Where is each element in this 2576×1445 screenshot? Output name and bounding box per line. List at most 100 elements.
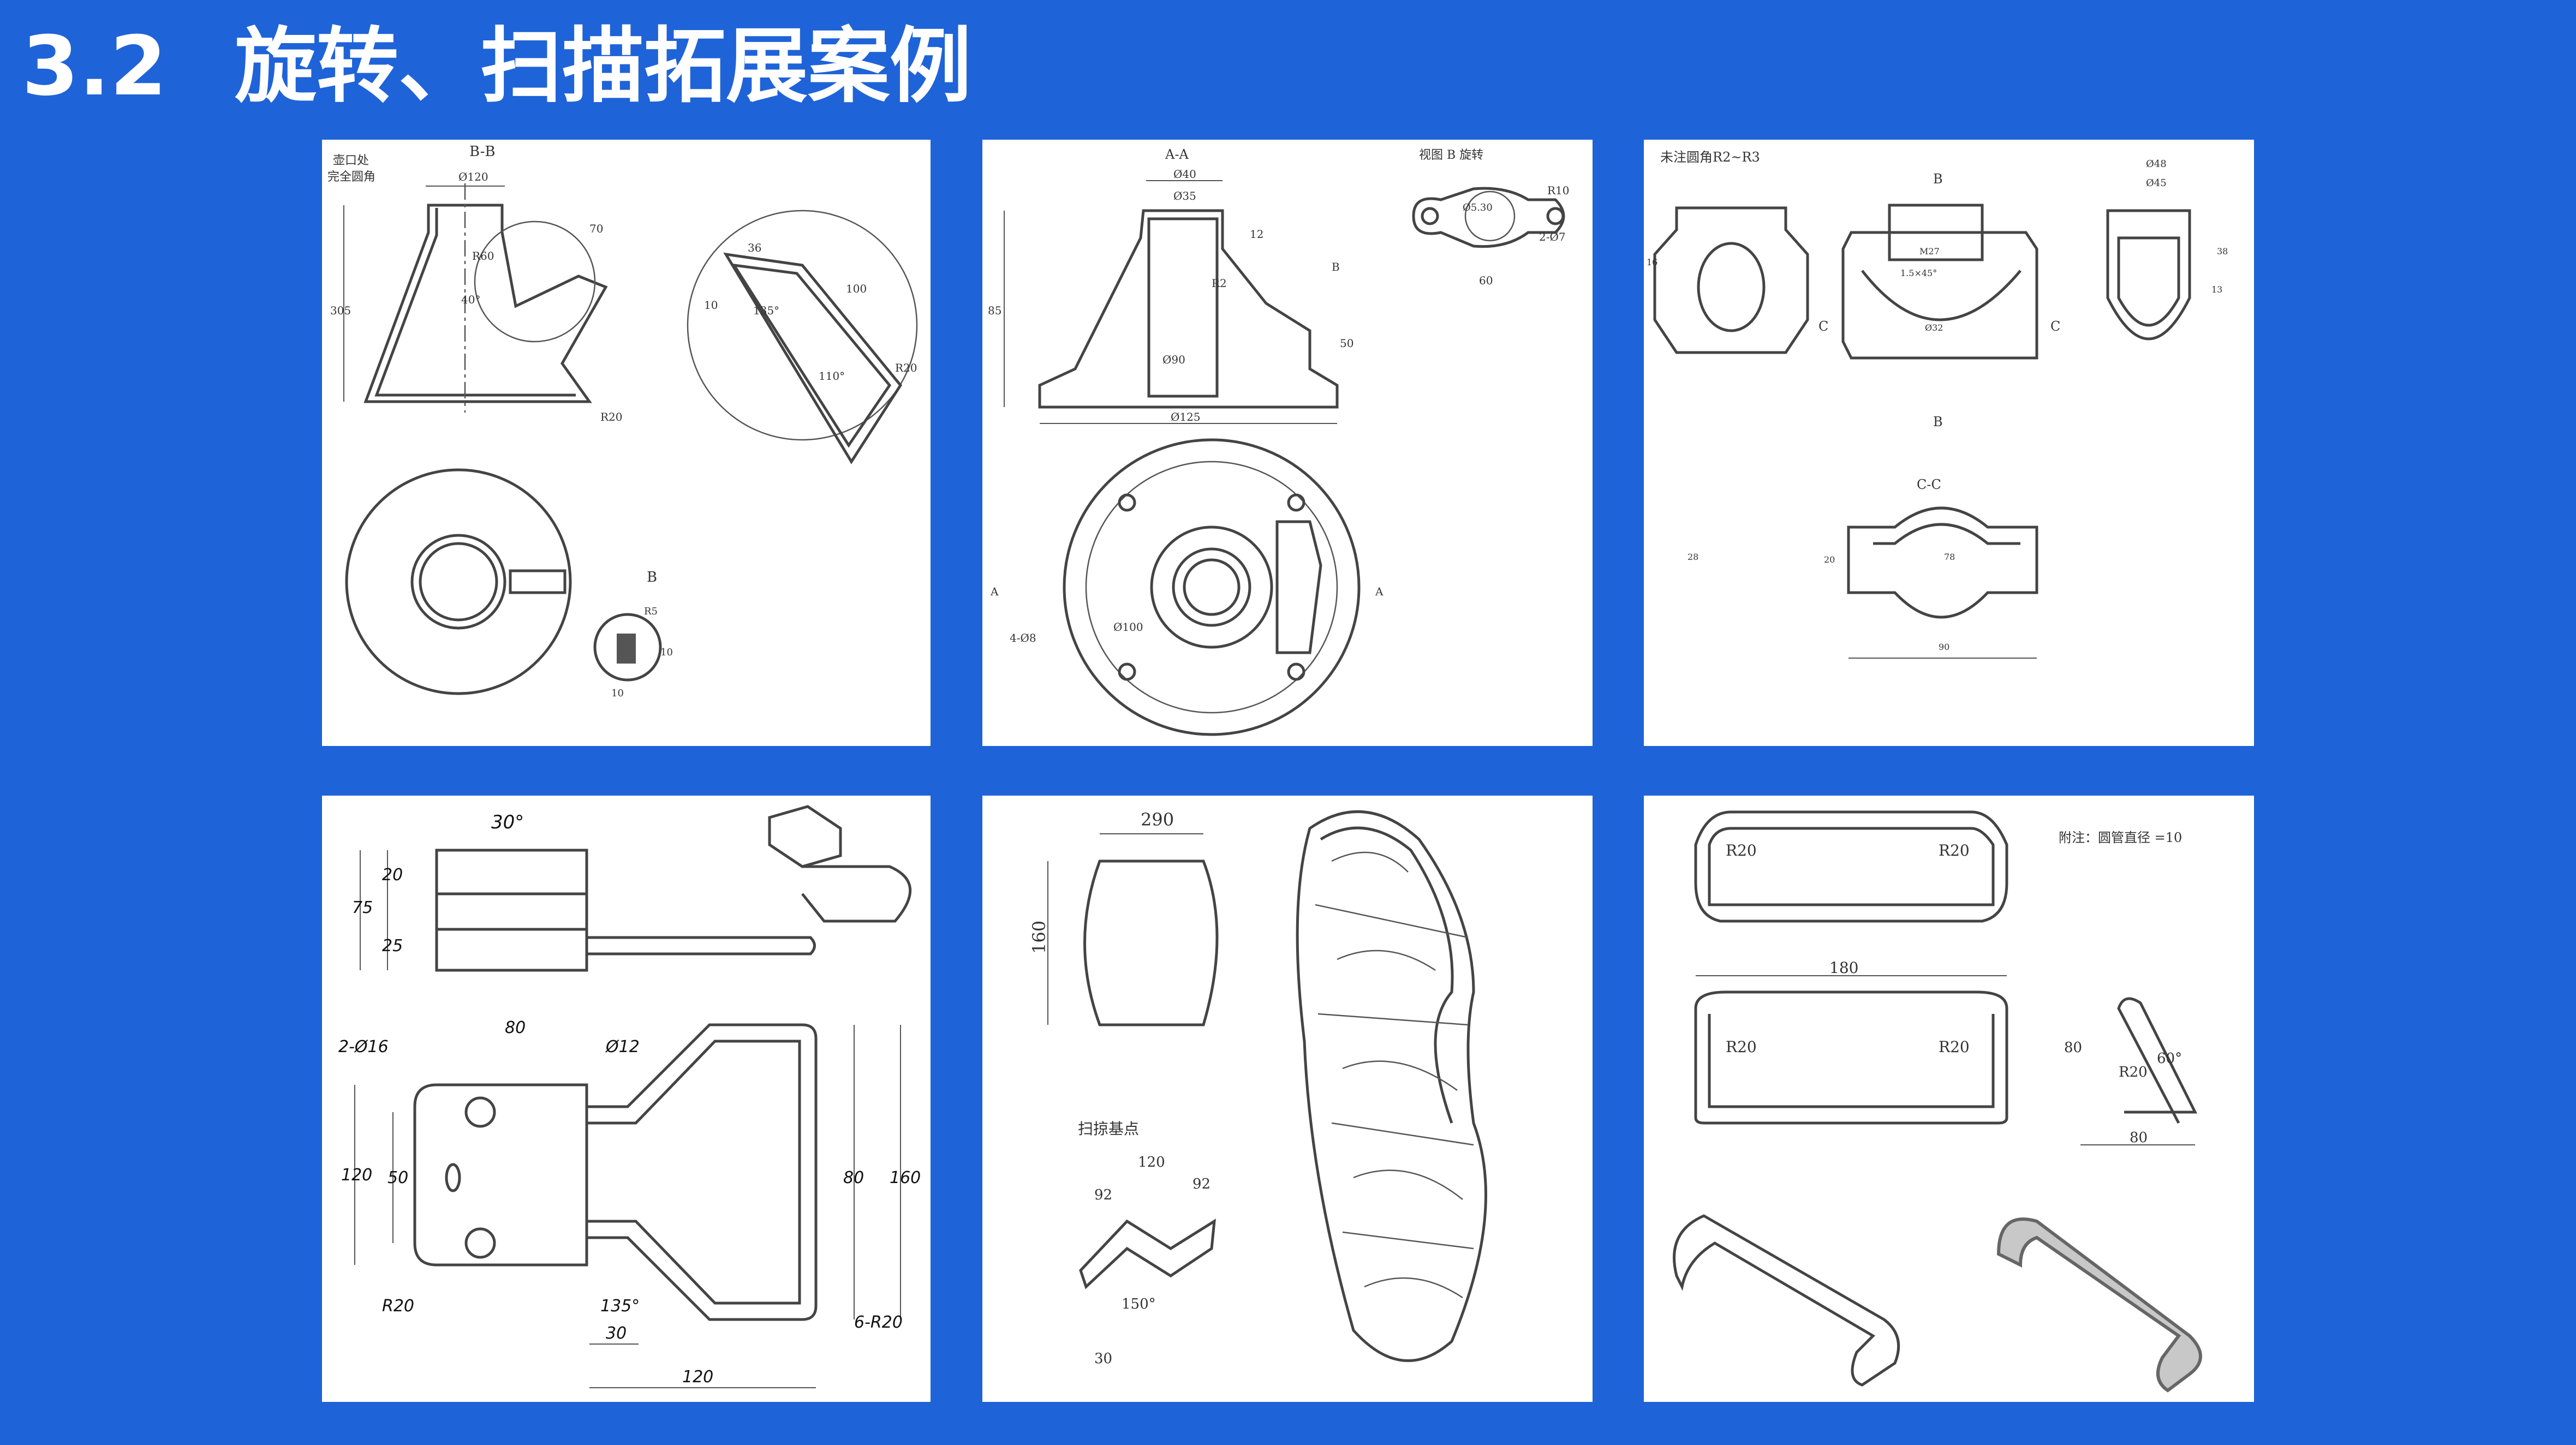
dim-text: 30 — [1094, 1351, 1112, 1367]
dim-text: 80 — [2064, 1040, 2082, 1056]
dim-text: 180 — [1829, 959, 1858, 977]
tube-drawing: 附注：圆管直径 =10 R20 R20 180 R20 R20 80 R20 6… — [1673, 810, 2202, 1393]
sweep-drawing: 290 160 扫掠基点 120 92 92 150° 30 — [1029, 809, 1487, 1367]
sweep-base-point-label: 扫掠基点 — [1078, 1120, 1139, 1138]
dim-text: Ø40 — [1173, 168, 1196, 181]
dim-text: R10 — [1547, 184, 1570, 197]
dim-text: R20 — [600, 410, 623, 423]
drawing-panel-revolve-vessel: B-B 壶口处 完全圆角 Ø120 R60 70 40° 305 36 100 … — [322, 140, 931, 746]
dim-text: 50 — [1340, 337, 1353, 350]
dim-text: 38 — [2217, 246, 2228, 256]
dim-text: 12 — [1250, 228, 1263, 241]
dim-text: R2 — [1212, 277, 1227, 290]
dim-text: 135° — [753, 304, 779, 317]
general-note: 附注：圆管直径 =10 — [2059, 830, 2182, 845]
drawing-panel-bracket-rod: 30° 20 75 25 2-Ø16 80 Ø12 120 50 80 160 … — [322, 796, 931, 1402]
dim-text: M27 — [1919, 246, 1940, 256]
dim-text: 1.5×45° — [1900, 268, 1937, 278]
dim-text: B — [1933, 414, 1943, 429]
dim-text: 100 — [846, 282, 867, 295]
dim-text: R20 — [1939, 1038, 1970, 1056]
dim-text: R20 — [895, 361, 917, 374]
section-title: 旋转、扫描拓展案例 — [235, 19, 972, 114]
valve-drawing: 未注圆角R2~R3 B B C C Ø48 Ø45 M27 1.5×45° Ø3… — [1647, 150, 2228, 659]
flange-drawing: A-A 视图 B 旋转 Ø40 Ø35 12 R2 Ø90 85 50 Ø125… — [988, 147, 1570, 736]
dim-text: R20 — [2119, 1064, 2148, 1080]
dim-text: 10 — [611, 688, 624, 699]
view-label: 视图 B 旋转 — [1419, 148, 1483, 162]
dim-text: B — [1332, 260, 1340, 273]
dim-text: 160 — [890, 1168, 921, 1187]
dim-text: Ø32 — [1925, 323, 1943, 333]
dim-text: 50 — [387, 1168, 408, 1187]
drawing-panel-valve-body: 未注圆角R2~R3 B B C C Ø48 Ø45 M27 1.5×45° Ø3… — [1644, 140, 2254, 746]
dim-text: 80 — [843, 1168, 864, 1187]
dim-text: 4-Ø8 — [1010, 631, 1036, 644]
dim-text: 92 — [1094, 1187, 1112, 1203]
dim-text: 80 — [505, 1018, 526, 1037]
dim-text: Ø120 — [458, 170, 488, 183]
dim-text: 85 — [988, 304, 1001, 317]
section-number: 3.2 — [22, 19, 167, 114]
dim-text: 110° — [819, 369, 845, 383]
drawing-panel-flange-housing: A-A 视图 B 旋转 Ø40 Ø35 12 R2 Ø90 85 50 Ø125… — [982, 140, 1593, 746]
section-label: B-B — [469, 144, 495, 160]
dim-text: 120 — [1138, 1154, 1165, 1171]
dim-text: 25 — [382, 936, 403, 956]
dim-text: 75 — [352, 898, 373, 917]
dim-text: 20 — [382, 865, 403, 885]
dim-text: 10 — [660, 647, 673, 658]
drawing-panel-bent-tube: 附注：圆管直径 =10 R20 R20 180 R20 R20 80 R20 6… — [1644, 796, 2254, 1402]
dim-text: 13 — [2211, 284, 2222, 295]
dim-text: C — [1818, 319, 1828, 334]
dim-text: 2-Ø16 — [338, 1037, 389, 1056]
general-note: 未注圆角R2~R3 — [1660, 150, 1760, 165]
dim-text: C — [2050, 319, 2060, 334]
dim-text: R5 — [644, 606, 658, 617]
dim-text: 6-R20 — [854, 1313, 903, 1332]
dim-text: Ø125 — [1171, 410, 1201, 423]
dim-text: 2-Ø7 — [1539, 230, 1566, 243]
dim-text: R20 — [1726, 1038, 1757, 1056]
dim-text: 60° — [2157, 1050, 2182, 1067]
dim-text: B — [647, 569, 657, 586]
dim-text: R20 — [382, 1297, 414, 1316]
note-line-2: 完全圆角 — [327, 170, 375, 184]
dim-text: R20 — [1726, 841, 1757, 859]
dim-text: 40° — [461, 293, 480, 306]
dim-text: Ø35 — [1173, 189, 1196, 202]
dim-text: 80 — [2130, 1130, 2148, 1146]
dim-text: 70 — [589, 222, 603, 235]
bracket-drawing: 30° 20 75 25 2-Ø16 80 Ø12 120 50 80 160 … — [338, 805, 921, 1388]
dim-text: 60 — [1479, 274, 1493, 287]
dim-text: Ø90 — [1162, 353, 1185, 366]
dim-text: 120 — [682, 1368, 713, 1387]
dim-text: 78 — [1944, 552, 1955, 562]
drawing-panel-sweep-profile: 290 160 扫掠基点 120 92 92 150° 30 — [982, 796, 1593, 1402]
dim-text: 290 — [1141, 809, 1174, 830]
dim-text: 305 — [330, 304, 351, 317]
dim-text: 10 — [704, 298, 718, 312]
dim-text: A — [990, 585, 999, 598]
slide-title: 3.2 旋转、扫描拓展案例 — [22, 12, 971, 121]
dim-text: A — [1375, 585, 1384, 598]
dim-text: 92 — [1192, 1176, 1211, 1192]
vessel-drawing: B-B 壶口处 完全圆角 Ø120 R60 70 40° 305 36 100 … — [327, 144, 918, 699]
dim-text: 150° — [1122, 1296, 1156, 1312]
note-line-1: 壶口处 — [333, 154, 369, 168]
dim-text: B — [1933, 171, 1943, 187]
dim-text: 135° — [600, 1297, 640, 1316]
dim-text: Ø45 — [2146, 177, 2167, 189]
dim-text: 28 — [1687, 552, 1698, 562]
section-label: C-C — [1917, 477, 1941, 492]
dim-text: 16 — [1647, 257, 1657, 267]
dim-text: Ø48 — [2146, 158, 2167, 170]
dim-text: Ø100 — [1113, 620, 1143, 634]
section-label: A-A — [1165, 147, 1189, 162]
dim-text: R60 — [472, 249, 494, 262]
dim-text: 120 — [341, 1166, 372, 1185]
dim-text: Ø5.30 — [1463, 202, 1493, 213]
dim-text: 30 — [606, 1324, 627, 1343]
dim-text: R20 — [1939, 841, 1970, 859]
dim-text: 20 — [1824, 554, 1835, 565]
